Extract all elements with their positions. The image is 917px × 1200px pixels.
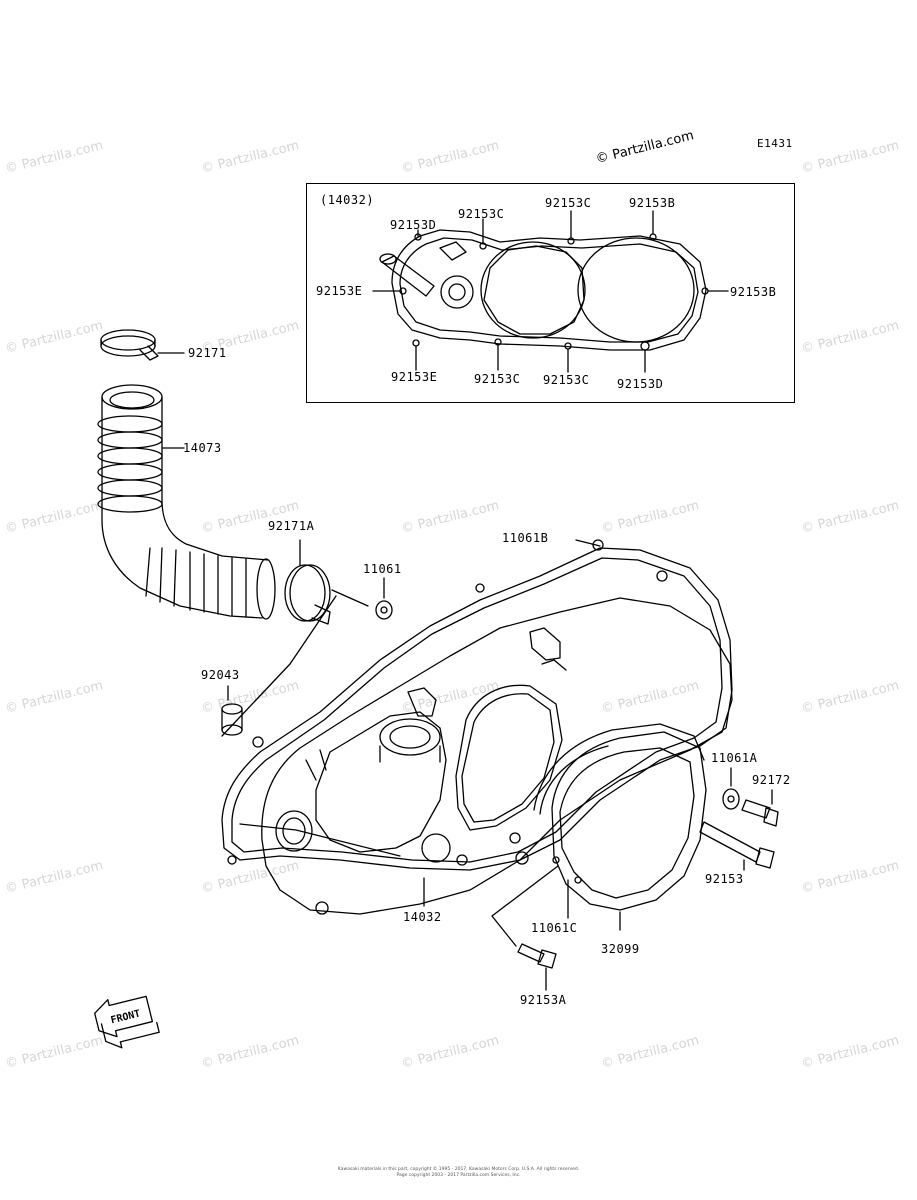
part-label[interactable]: 32099: [601, 942, 640, 956]
part-label[interactable]: 92171A: [268, 519, 315, 533]
copyright-footer: Kawasaki materials in this part, copyrig…: [0, 1167, 917, 1179]
washer-11061a-drawing: [722, 767, 740, 810]
bolt-92172-drawing: [741, 789, 779, 827]
part-label[interactable]: 11061: [363, 562, 402, 576]
part-label[interactable]: 14032: [403, 910, 442, 924]
part-label[interactable]: 92153E: [391, 370, 438, 384]
bolt-92153-drawing: [699, 821, 775, 871]
washer-11061-drawing: [375, 577, 393, 620]
part-label[interactable]: 92153B: [629, 196, 676, 210]
inset-title: (14032): [320, 193, 375, 207]
dowel-92043-drawing: [221, 685, 243, 736]
part-label[interactable]: 92153C: [458, 207, 505, 221]
part-label[interactable]: 92153C: [474, 372, 521, 386]
cap-32099-drawing: [533, 723, 707, 931]
front-arrow-drawing: [94, 995, 160, 1049]
gasket-11061b-drawing: [221, 539, 733, 871]
part-label[interactable]: 92153E: [316, 284, 363, 298]
part-label[interactable]: 92171: [188, 346, 227, 360]
hose-14073-drawing: [97, 384, 276, 620]
footer-line: Page copyright 2003 - 2017 Partzilla.com…: [396, 1173, 521, 1178]
clamp-92171-drawing: [100, 329, 185, 361]
clamp-92171a-drawing: [284, 539, 331, 625]
crankcase-cover-14032-drawing: [239, 597, 733, 915]
part-label[interactable]: 92153C: [543, 373, 590, 387]
part-label[interactable]: 11061A: [711, 751, 758, 765]
part-label[interactable]: 92153C: [545, 196, 592, 210]
bolt-92153a-drawing: [221, 589, 559, 991]
front-label: FRONT: [110, 1008, 142, 1026]
part-label[interactable]: 11061C: [531, 921, 578, 935]
part-label[interactable]: 92153: [705, 872, 744, 886]
inset-box: [306, 183, 795, 403]
footer-line: Kawasaki materials in this part, copyrig…: [337, 1167, 580, 1172]
part-label[interactable]: 92153D: [390, 218, 437, 232]
part-label[interactable]: 92043: [201, 668, 240, 682]
part-label[interactable]: 92172: [752, 773, 791, 787]
part-label[interactable]: 92153D: [617, 377, 664, 391]
part-label[interactable]: 14073: [183, 441, 222, 455]
part-label[interactable]: 11061B: [502, 531, 549, 545]
part-label[interactable]: 92153A: [520, 993, 567, 1007]
part-label[interactable]: 92153B: [730, 285, 777, 299]
diagram-code: E1431: [757, 137, 793, 150]
inset-cover-drawing: [372, 210, 729, 373]
